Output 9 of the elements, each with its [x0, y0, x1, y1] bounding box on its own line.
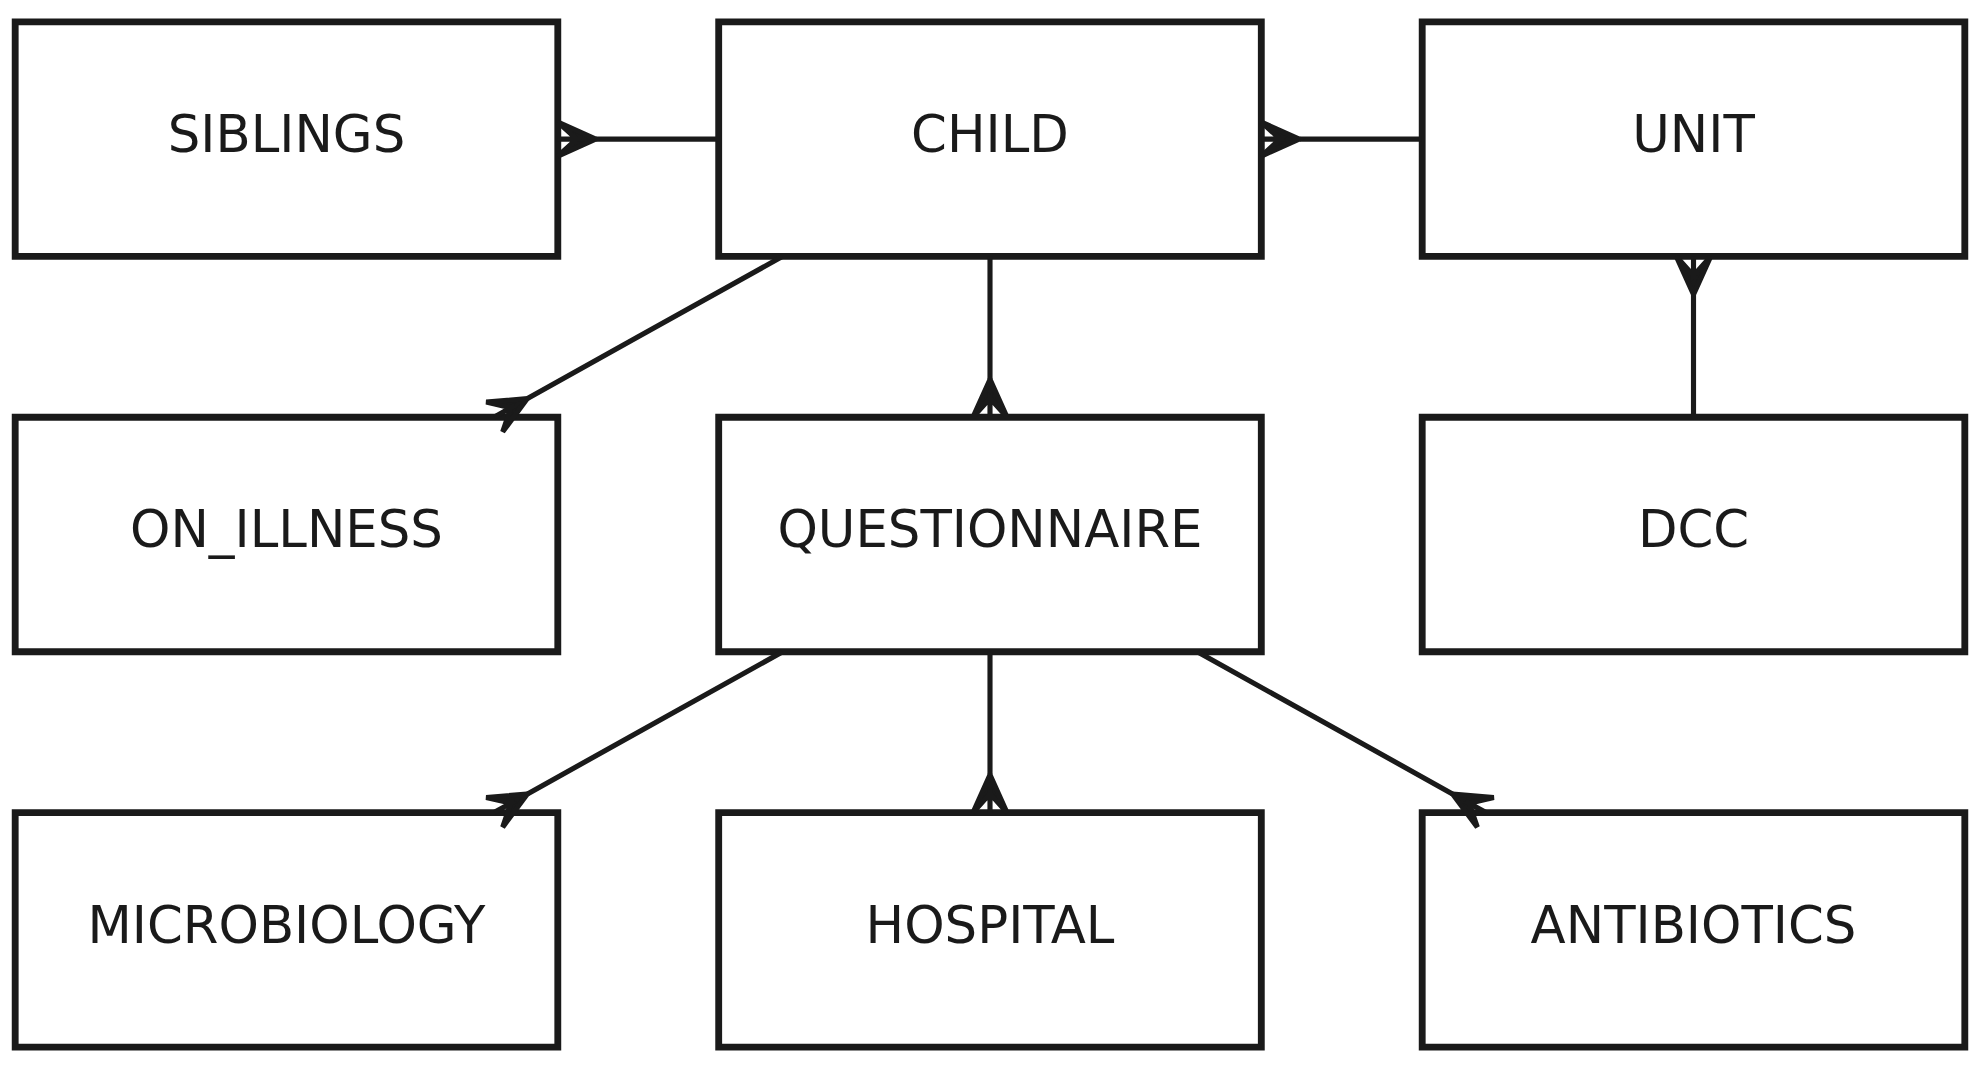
node-box: HOSPITAL	[715, 808, 1265, 1051]
node-box: ON_ILLNESS	[11, 413, 562, 655]
node-box: DCC	[1418, 413, 1969, 655]
node-box: MICROBIOLOGY	[11, 808, 562, 1051]
node-box: SIBLINGS	[11, 17, 562, 260]
node-box: CHILD	[715, 17, 1265, 260]
node-box: QUESTIONNAIRE	[715, 413, 1265, 655]
node-box: UNIT	[1418, 17, 1969, 260]
node-box: ANTIBIOTICS	[1418, 808, 1969, 1051]
